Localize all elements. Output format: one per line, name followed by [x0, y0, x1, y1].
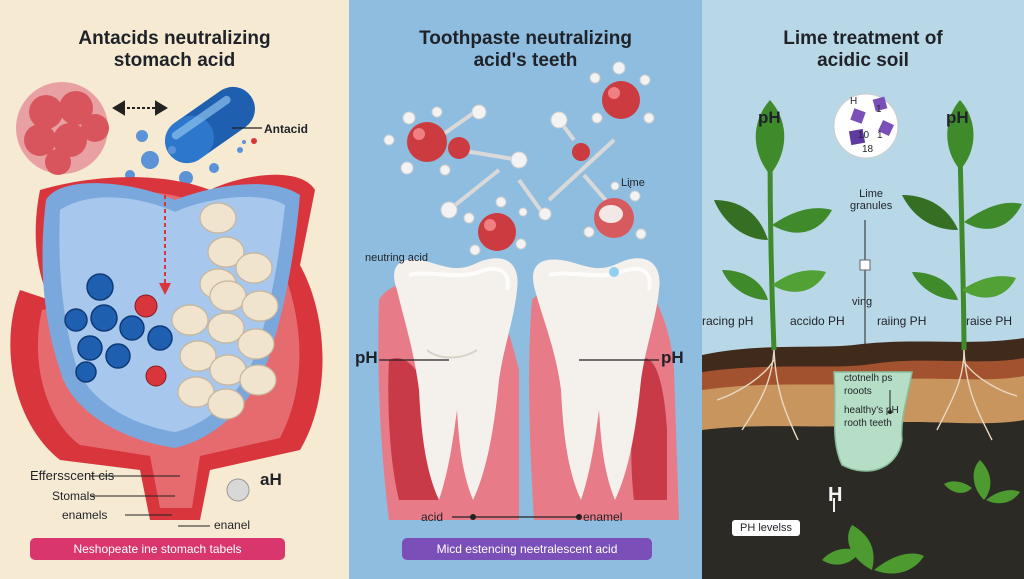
panel2-title-line1: Toothpaste neutralizing [419, 28, 632, 49]
ph-levels-label: PH levelss [732, 520, 800, 536]
ph-left-label-soil: pH [758, 108, 781, 127]
ah-label: aH [260, 470, 282, 489]
molecule-2 [448, 137, 470, 159]
panel1-title: Antacids neutralizing stomach acid [0, 28, 349, 72]
root-line1: ctotnelh ps [844, 373, 893, 384]
cell-cluster-icon [16, 82, 109, 175]
panel3-title-line2: acidic soil [817, 49, 909, 71]
root-line3: healthy's pH [844, 405, 899, 416]
capsule-pill-icon [165, 86, 255, 164]
plant-left-icon [714, 100, 832, 300]
ph-right-label-soil: pH [946, 108, 969, 127]
effervescent-label: Effersscent cis [30, 468, 115, 483]
molecule-badge-icon [833, 93, 899, 159]
panel1-title-line1: Antacids neutralizing [78, 28, 271, 49]
lime-granules-line2: granules [850, 200, 893, 212]
panel-antacids: Antacids neutralizing stomach acid [0, 0, 349, 579]
panel3-title: Lime treatment of acidic soil [702, 28, 1024, 72]
panel2-banner: Micd estencing neetralescent acid [402, 538, 652, 560]
molecule-3 [602, 81, 640, 119]
big-h-label: H [828, 484, 843, 506]
root-line2: rooots [844, 386, 872, 397]
double-arrow-icon [112, 100, 168, 116]
molecule-5 [478, 213, 516, 251]
antacid-label: Antacid [264, 122, 309, 136]
tooth-left-icon [394, 258, 518, 500]
ph-right-label: pH [661, 348, 684, 367]
molecule-icons [407, 81, 640, 251]
panel-toothpaste: Toothpaste neutralizing acid's teeth [349, 0, 702, 579]
panel-lime-soil: Lime treatment of acidic soil [702, 0, 1024, 579]
tooth-right-icon [533, 258, 660, 500]
racing-ph-label: racing pH [702, 314, 754, 328]
molecule-10-label: 10 [858, 130, 870, 141]
molecule-6 [594, 198, 634, 238]
root-zone-labels: ctotnelh ps rooots healthy's pH rooth te… [844, 372, 899, 430]
enamel-label-2: enamel [583, 510, 623, 524]
ving-label: ving [852, 296, 873, 308]
acido-ph-label: accido PH [790, 314, 845, 328]
panel3-title-line1: Lime treatment of [783, 28, 943, 49]
seedlings-icon [822, 460, 1020, 574]
acid-label: acid [421, 510, 444, 524]
raise-ph-label: raise PH [966, 314, 1013, 328]
molecule-4 [572, 143, 590, 161]
panel1-title-line2: stomach acid [113, 49, 236, 71]
stomach-illustration [10, 82, 323, 527]
ph-left-label: pH [355, 348, 378, 367]
molecule-1-label: 1 [876, 104, 882, 115]
root-zone [833, 371, 913, 472]
root-line4: rooth teeth [844, 418, 892, 429]
enamels-label: enamels [62, 508, 108, 522]
panel2-title-line2: acid's teeth [473, 49, 578, 71]
enamel-label: enanel [214, 518, 251, 532]
molecule-1 [407, 122, 447, 162]
stomach-label: Stomals [52, 489, 96, 503]
molecule-18-label: 18 [862, 144, 874, 155]
panel2-title: Toothpaste neutralizing acid's teeth [349, 28, 702, 72]
soil-illustration [702, 93, 1024, 579]
lime-granules-line1: Lime [859, 188, 884, 200]
panel1-banner: Neshopeate ine stomach tabels [30, 538, 285, 560]
plant-right-icon [902, 100, 1022, 300]
antacid-tablets [171, 202, 279, 420]
molecule-1b-label: 1 [877, 130, 883, 141]
raiing-ph-label: raiing PH [877, 314, 927, 328]
acid-particles [64, 273, 173, 383]
neutring-acid-label: neutring acid [365, 252, 428, 264]
tooth-illustration [378, 61, 679, 520]
lime-granules-label: Lime granules [850, 188, 892, 212]
molecule-h-label: H [850, 96, 858, 107]
lime-label: Lime [621, 177, 645, 189]
